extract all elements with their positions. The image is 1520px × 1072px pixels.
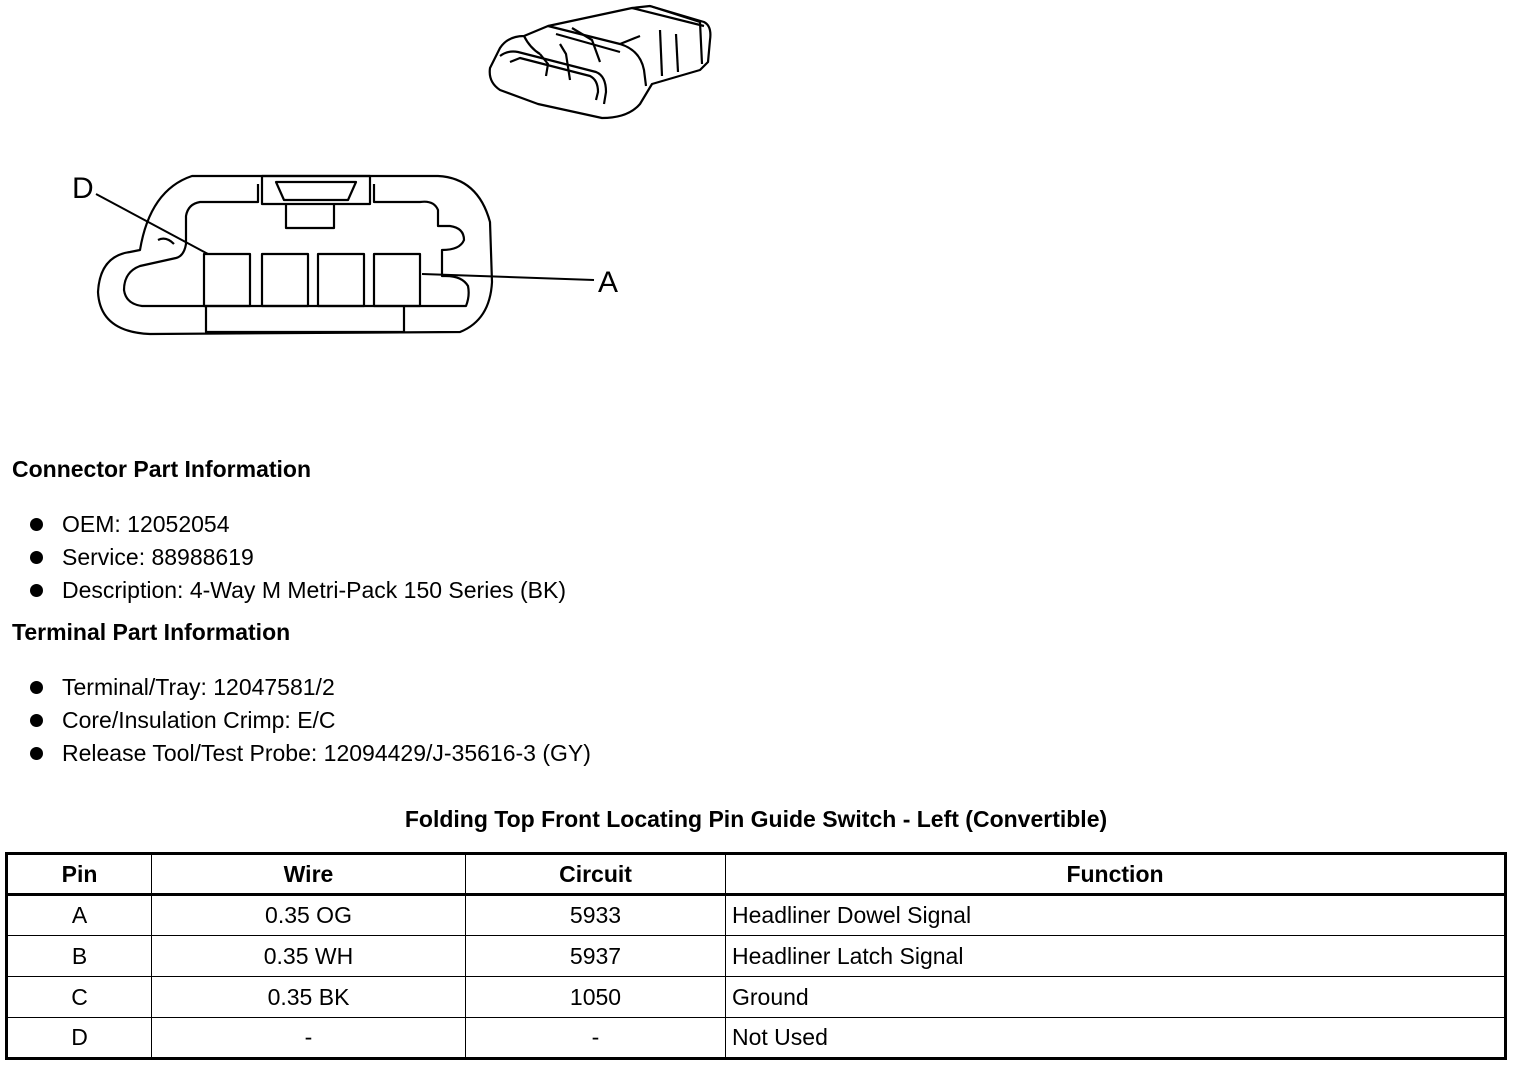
column-header-function: Function [725,853,1506,896]
pin-table: Pin Wire Circuit Function A 0.35 OG 5933… [5,852,1507,1060]
connector-diagram: D A [72,4,712,336]
table-row: B 0.35 WH 5937 Headliner Latch Signal [6,935,1506,977]
leader-line-d [95,193,209,255]
terminal-info-heading: Terminal Part Information [12,619,291,645]
bullet-icon [30,681,43,694]
cell-function: Not Used [725,1017,1506,1059]
list-item: OEM: 12052054 [28,508,566,541]
column-header-wire: Wire [151,853,466,896]
cell-wire: 0.35 BK [151,976,466,1018]
cell-circuit: 5937 [465,935,726,977]
list-item: Release Tool/Test Probe: 12094429/J-3561… [28,737,591,770]
cell-circuit: - [465,1017,726,1059]
table-title: Folding Top Front Locating Pin Guide Swi… [404,806,1108,832]
cell-function: Ground [725,976,1506,1018]
cell-wire: - [151,1017,466,1059]
cell-function: Headliner Dowel Signal [725,894,1506,936]
column-header-circuit: Circuit [465,853,726,896]
bullet-icon [30,584,43,597]
cell-pin: B [6,935,152,977]
bullet-icon [30,518,43,531]
cell-pin: A [6,894,152,936]
bullet-icon [30,551,43,564]
list-item: Core/Insulation Crimp: E/C [28,704,591,737]
table-row: A 0.35 OG 5933 Headliner Dowel Signal [6,894,1506,936]
table-header-row: Pin Wire Circuit Function [6,853,1506,896]
cell-wire: 0.35 OG [151,894,466,936]
leader-line-a [421,273,595,281]
cell-pin: D [6,1017,152,1059]
cell-circuit: 5933 [465,894,726,936]
connector-info-list: OEM: 12052054 Service: 88988619 Descript… [28,508,566,607]
pin-label-a: A [598,266,618,299]
cell-function: Headliner Latch Signal [725,935,1506,977]
connector-face-view [96,174,494,336]
cell-pin: C [6,976,152,1018]
cell-wire: 0.35 WH [151,935,466,977]
column-header-pin: Pin [6,853,152,896]
list-item: Description: 4-Way M Metri-Pack 150 Seri… [28,574,566,607]
terminal-info-list: Terminal/Tray: 12047581/2 Core/Insulatio… [28,671,591,770]
table-row: D - - Not Used [6,1017,1506,1059]
pin-label-d: D [72,172,94,205]
connector-info-heading: Connector Part Information [12,456,312,482]
cell-circuit: 1050 [465,976,726,1018]
bullet-icon [30,747,43,760]
list-item: Terminal/Tray: 12047581/2 [28,671,591,704]
bullet-icon [30,714,43,727]
list-item: Service: 88988619 [28,541,566,574]
connector-isometric-icon [488,4,712,120]
table-row: C 0.35 BK 1050 Ground [6,976,1506,1018]
